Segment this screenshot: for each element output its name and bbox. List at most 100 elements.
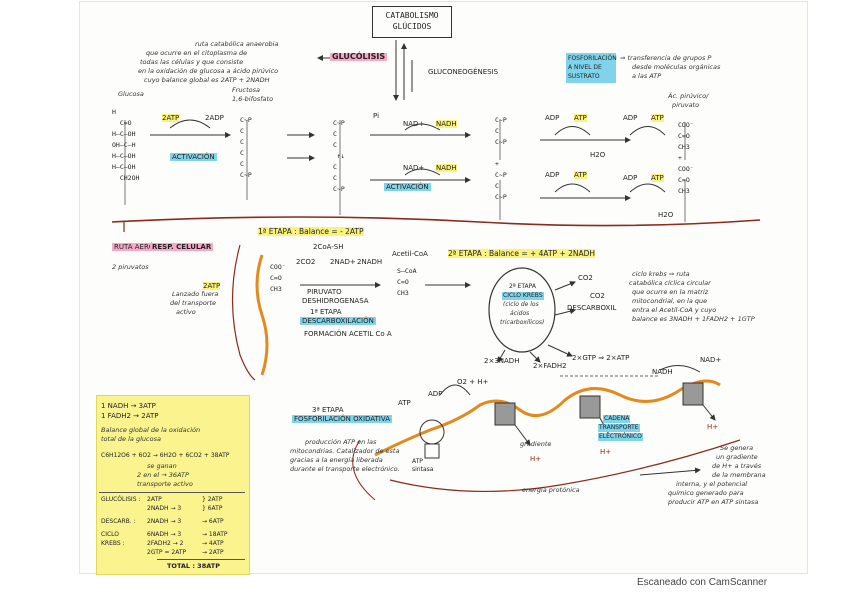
table-r2-c1: 2NADH → 3 [147,518,181,526]
co2-out-1: CO2 [578,274,593,282]
panel-line-8: transporte activo [137,480,193,488]
proton-gradient-label: energía protónica [522,486,580,494]
hplus-2: H+ [600,448,611,456]
table-r2-c2: → 6ATP [202,518,224,526]
panel-line-2: 1 FADH2 → 2ATP [101,412,158,420]
glycolysis-desc-2: que ocurre en el citoplasma de [146,49,247,57]
nad-label: NAD+ [403,120,424,128]
table-r5-c1: 2GTP = 2ATP [147,549,186,557]
krebs-note-6: balance es 3NADH + 1FADH2 + 1GTP [632,315,755,323]
glycolysis-desc-5: cuyo balance global es 2ATP + 2NADH [144,76,270,84]
atp-label: ATP [574,114,587,122]
pdh-label-1: PIRUVATO [307,288,342,296]
table-r3-c1: 6NADH → 3 [147,531,181,539]
glycolysis-desc-4: en la oxidación de glucosa a ácido pirúv… [138,67,278,75]
pdh-label-2: DESHIDROGENASA [302,297,369,305]
stage2-text: 2ª ETAPA : Balance = + 4ATP + 2NADH [448,249,595,258]
side-note-7: producir ATP en ATP sintasa [668,498,758,506]
h2o-label-2: H2O [658,211,673,219]
atp-label-2: ATP [651,114,664,122]
oxphos-stage: 3ª ETAPA [312,406,343,414]
krebs-note-1: ciclo krebs ⇒ ruta [632,270,690,278]
side-note-3: de H+ a través [712,462,761,470]
panel-line-7: 2 en el → 36ATP [137,471,189,479]
gradient-label: gradiente [520,440,551,448]
side-note-4: de la membrana [712,471,766,479]
chain-label-3: ELECTRÓNICO [598,433,643,441]
substrate-label-3: SUSTRATO [568,73,600,81]
atp-label-4: ATP [651,174,664,182]
table-r4-c2: → 4ATP [202,540,224,548]
table-r2-c0: DESCARB. : [101,518,136,526]
nadh-label: NADH [436,120,457,128]
pyruvate-structure: COO⁻C=OCH3+COO⁻C=OCH3 [678,120,694,197]
krebs-note-2: catabólica cíclica circular [629,279,711,287]
nad-label-2: NAD+ [403,164,424,172]
table-r1-c2: } 6ATP [202,505,222,513]
side-note-5: interna, y el potencial [676,480,747,488]
substrate-label-2: A NIVEL DE [568,64,602,72]
table-r4-c1: 2FADH2 → 2 [147,540,183,548]
fructose-label-2: 1,6-bifosfato [232,95,273,103]
atp-label-3: ATP [574,171,587,179]
activation-label: ACTIVACIÓN [170,153,217,161]
panel-total: TOTAL : 38ATP [167,562,220,570]
triose-structure: C~PCC ↑↓CCC~P [333,118,345,195]
oxphos-nadh: NADH [652,368,673,376]
table-r4-c0: KREBS : [101,540,125,548]
acetylcoa-label: Acetil-CoA [392,250,428,258]
camscanner-footer: Escaneado con CamScanner [637,577,767,588]
atp-synthase-1: ATP [412,458,423,466]
total-divider [157,559,245,560]
glycolysis-desc-3: todas las células y que consiste [140,58,243,66]
stage1-text: 1ª ETAPA : Balance = - 2ATP [258,227,364,236]
krebs-note-3: que ocurre en la matriz [632,288,708,296]
side-note-2: un gradiente [716,453,758,461]
formation-label: FORMACIÓN ACETIL Co A [304,330,392,338]
co2-out-2: CO2 [590,292,605,300]
table-r0-c2: } 2ATP [202,496,222,504]
glucose-structure: H C=OH–C–OHOH–C–HH–C–OHH–C–OH CH2OH [112,107,139,184]
oxphos-atp: ATP [398,399,411,407]
krebs-sub-1: (ciclo de los [503,301,539,309]
substrate-label-1: FOSFORILACIÓN [568,55,617,63]
glycolysis-2atp: 2ATP [162,114,179,122]
oxphos-label: FOSFORILACIÓN OXIDATIVA [292,415,392,423]
oxphos-note-4: durante el transporte electrónico. [290,465,400,473]
hplus-3: H+ [707,423,718,431]
chain-label-2: TRANSPORTE [598,424,640,432]
adp-label-4: ADP [623,174,637,182]
transport-note-3: activo [176,308,196,316]
stage2-balance: 2ª ETAPA : Balance = + 4ATP + 2NADH [448,250,595,258]
hplus-1: H+ [530,455,541,463]
transport-note-1: Lanzado fuera [172,290,218,298]
glucose-label: Glucosa [118,90,144,98]
krebs-name: CICLO KREBS [502,292,544,300]
transport-note-2: del transporte [170,299,216,307]
glycolysis-desc-1: ruta catabólica anaerobia [195,40,278,48]
oxphos-adp: ADP [428,390,442,398]
nadh-resp-label: 2NADH [357,258,382,266]
glycolysis-label: GLUCÓLISIS [330,53,387,61]
activation-label-2: ACTIVACIÓN [384,183,431,191]
side-note-6: químico generado para [668,489,744,497]
table-r3-c2: → 18ATP [202,531,228,539]
table-r3-c0: CICLO [101,531,119,539]
krebs-stage: 2ª ETAPA [509,283,536,291]
h2o-label: H2O [590,151,605,159]
fadh-label: 2×FADH2 [533,362,567,370]
atp-synthase-2: sintasa [412,466,433,474]
gluconeogenesis-label: GLUCONEOGÉNESIS [428,68,498,76]
summary-panel: 1 NADH → 3ATP 1 FADH2 → 2ATP Balance glo… [96,395,250,575]
substrate-phosphorylation-box: FOSFORILACIÓN A NIVEL DE SUSTRATO [566,53,616,83]
table-r1-c1: 2NADH → 3 [147,505,181,513]
gtp-label: 2×GTP ⇒ 2×ATP [572,354,629,362]
oxphos-note-1: producción ATP en las [305,438,376,446]
acetylcoa-structure: S–CoAC=OCH3 [397,266,417,299]
pyruvic-label-2: piruvato [672,101,699,109]
chain-label-1: CADENA [603,415,630,423]
panel-line-5: C6H12O6 + 6O2 → 6H2O + 6CO2 + 38ATP [101,452,229,460]
panel-divider [99,492,245,493]
